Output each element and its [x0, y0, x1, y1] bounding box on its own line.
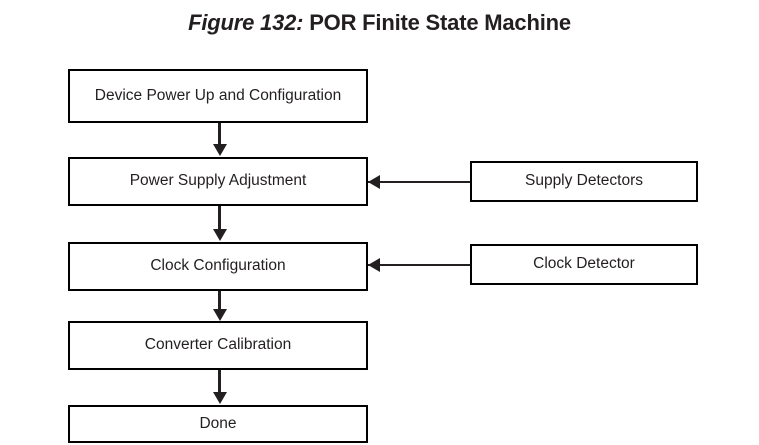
- figure-caption: POR Finite State Machine: [303, 10, 571, 35]
- figure-number: Figure 132:: [188, 10, 304, 35]
- node-clock-configuration: Clock Configuration: [68, 242, 368, 291]
- connector-clock-config-to-converter-cal: [218, 291, 221, 310]
- node-label: Device Power Up and Configuration: [94, 86, 342, 104]
- node-label: Done: [199, 414, 237, 432]
- connector-converter-cal-to-done: [218, 370, 221, 392]
- connector-supply-adjust-to-clock-config: [218, 206, 221, 230]
- arrowhead-down-icon: [213, 144, 227, 156]
- node-label: Supply Detectors: [524, 172, 644, 190]
- node-clock-detector: Clock Detector: [470, 244, 698, 285]
- node-label: Power Supply Adjustment: [129, 172, 307, 190]
- node-label: Clock Detector: [533, 255, 635, 273]
- node-power-supply-adjustment: Power Supply Adjustment: [68, 157, 368, 206]
- node-label: Converter Calibration: [144, 336, 292, 354]
- arrowhead-down-icon: [213, 229, 227, 241]
- node-label: Clock Configuration: [150, 257, 286, 275]
- connector-clock-detector-to-clock-config: [368, 263, 470, 266]
- arrowhead-left-icon: [368, 175, 380, 189]
- arrowhead-down-icon: [213, 392, 227, 404]
- figure-title: Figure 132: POR Finite State Machine: [0, 10, 759, 36]
- node-supply-detectors: Supply Detectors: [470, 161, 698, 202]
- node-done: Done: [68, 405, 368, 443]
- connector-supply-detectors-to-supply-adjust: [368, 180, 470, 183]
- node-converter-calibration: Converter Calibration: [68, 321, 368, 370]
- arrowhead-down-icon: [213, 309, 227, 321]
- connector-power-up-to-supply-adjust: [218, 123, 221, 145]
- node-device-power-up-and-configuration: Device Power Up and Configuration: [68, 69, 368, 123]
- arrowhead-left-icon: [368, 258, 380, 272]
